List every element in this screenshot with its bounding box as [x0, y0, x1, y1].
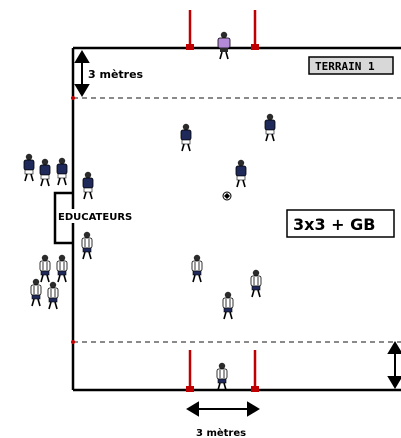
- educator-b: [81, 231, 93, 260]
- top-goal: [186, 10, 259, 50]
- player-team-a: [235, 159, 247, 188]
- substitute-team-a: [56, 157, 68, 186]
- bench-label-bg: [57, 209, 107, 223]
- bench-label: EDUCATEURS: [58, 212, 132, 223]
- zone-lines: [73, 97, 401, 343]
- substitute-team-a: [23, 153, 35, 182]
- format-label: 3x3 + GB: [293, 215, 375, 234]
- educator-a: [82, 171, 94, 200]
- ball-pattern: [224, 193, 230, 199]
- substitute-team-b: [56, 254, 68, 283]
- top-zone-arrow: [74, 50, 90, 97]
- substitute-team-b: [30, 277, 42, 307]
- substitute-team-a: [39, 158, 51, 187]
- bottom-width-label: 3 mètres: [196, 427, 246, 438]
- terrain-label: TERRAIN 1: [315, 60, 375, 73]
- player-team-b: [250, 268, 262, 298]
- educators-bench: [53, 191, 73, 245]
- substitute-team-b: [39, 254, 51, 283]
- goalkeeper-bottom: [216, 361, 228, 391]
- bottom-zone-arrow: [387, 341, 401, 389]
- terrain-label-box: [308, 56, 394, 75]
- top-zone-label: 3 mètres: [88, 68, 144, 81]
- player-team-b: [222, 290, 234, 320]
- substitute-team-b: [47, 280, 59, 310]
- bottom-goal: [186, 350, 259, 392]
- goalkeeper-top: [217, 30, 231, 60]
- player-team-a: [264, 113, 276, 142]
- zone-marker-bottom: [71, 340, 75, 344]
- format-label-box: [286, 209, 395, 238]
- bottom-width-arrow: [186, 401, 260, 417]
- zone-marker-top: [71, 96, 75, 100]
- player-team-a: [180, 123, 192, 152]
- player-team-b: [191, 254, 203, 283]
